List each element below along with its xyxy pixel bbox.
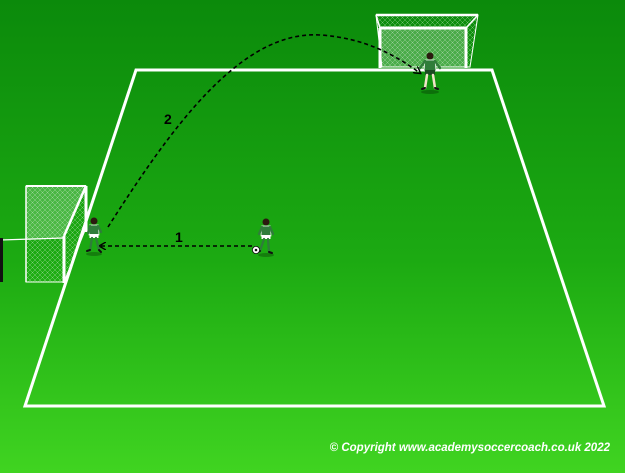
step-label-1: 1 <box>175 229 183 245</box>
top-goal <box>375 13 479 68</box>
goalkeeper-player <box>418 52 442 94</box>
copyright-notice: © Copyright www.academysoccercoach.co.uk… <box>329 442 610 454</box>
left-goal <box>0 185 88 283</box>
shot-arrow-2 <box>107 34 420 228</box>
receiver-player <box>86 217 103 256</box>
soccer-ball-icon <box>252 246 260 254</box>
server-player <box>257 218 275 257</box>
step-label-2: 2 <box>164 111 172 127</box>
pitch-boundary <box>22 68 607 408</box>
